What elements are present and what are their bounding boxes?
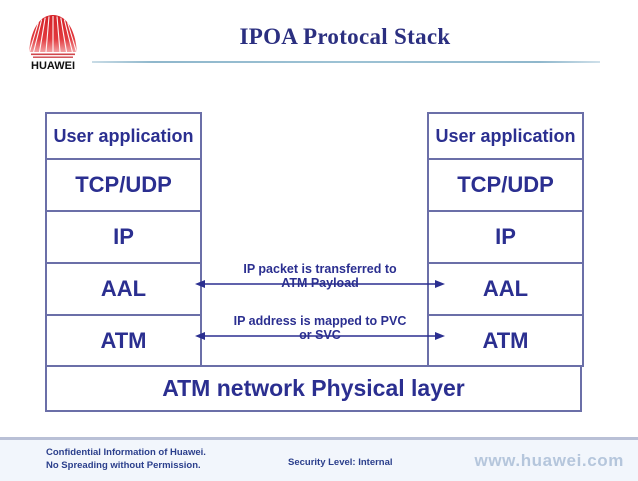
right-layer-tcp-udp: TCP/UDP	[429, 160, 582, 212]
right-layer-aal: AAL	[429, 264, 582, 316]
huawei-logo-mark: HUAWEI	[28, 15, 78, 72]
annotation-1-line1: IP packet is transferred to	[243, 262, 397, 276]
ipoa-protocol-stack-diagram: User application TCP/UDP IP AAL ATM User…	[45, 112, 584, 412]
right-layer-ip: IP	[429, 212, 582, 264]
security-level-label: Security Level: Internal	[288, 457, 393, 468]
left-layer-aal: AAL	[47, 264, 200, 316]
slide-header: HUAWEI IPOA Protocal Stack	[0, 0, 638, 72]
title-divider-rule	[92, 61, 600, 63]
annotation-2-line2: or SVC	[299, 328, 341, 342]
left-protocol-stack: User application TCP/UDP IP AAL ATM	[45, 112, 202, 367]
annotation-1-line2: ATM Payload	[281, 276, 359, 290]
huawei-logo: HUAWEI	[14, 11, 92, 73]
left-layer-user-application: User application	[47, 114, 200, 160]
right-layer-user-application: User application	[429, 114, 582, 160]
left-layer-tcp-udp: TCP/UDP	[47, 160, 200, 212]
annotation-ip-packet-transfer: IP packet is transferred to ATM Payload	[200, 262, 440, 290]
left-layer-ip: IP	[47, 212, 200, 264]
atm-network-physical-layer-row: ATM network Physical layer	[45, 365, 582, 412]
annotation-2-line1: IP address is mapped to PVC	[233, 314, 407, 328]
right-protocol-stack: User application TCP/UDP IP AAL ATM	[427, 112, 584, 367]
double-arrow-icon-aal	[195, 280, 445, 288]
double-arrow-icon-atm	[195, 332, 445, 340]
confidentiality-line-2: No Spreading without Permission.	[46, 459, 201, 471]
huawei-website-url: www.huawei.com	[474, 451, 624, 470]
huawei-wordmark: HUAWEI	[31, 60, 75, 72]
annotation-ip-address-mapping: IP address is mapped to PVC or SVC	[200, 314, 440, 342]
left-layer-atm: ATM	[47, 316, 200, 367]
confidentiality-notice: Confidential Information of Huawei. No S…	[46, 447, 206, 472]
right-layer-atm: ATM	[429, 316, 582, 367]
slide-footer: Confidential Information of Huawei. No S…	[0, 437, 638, 481]
page-title: IPOA Protocal Stack	[239, 24, 451, 49]
confidentiality-line-1: Confidential Information of Huawei.	[46, 447, 206, 458]
